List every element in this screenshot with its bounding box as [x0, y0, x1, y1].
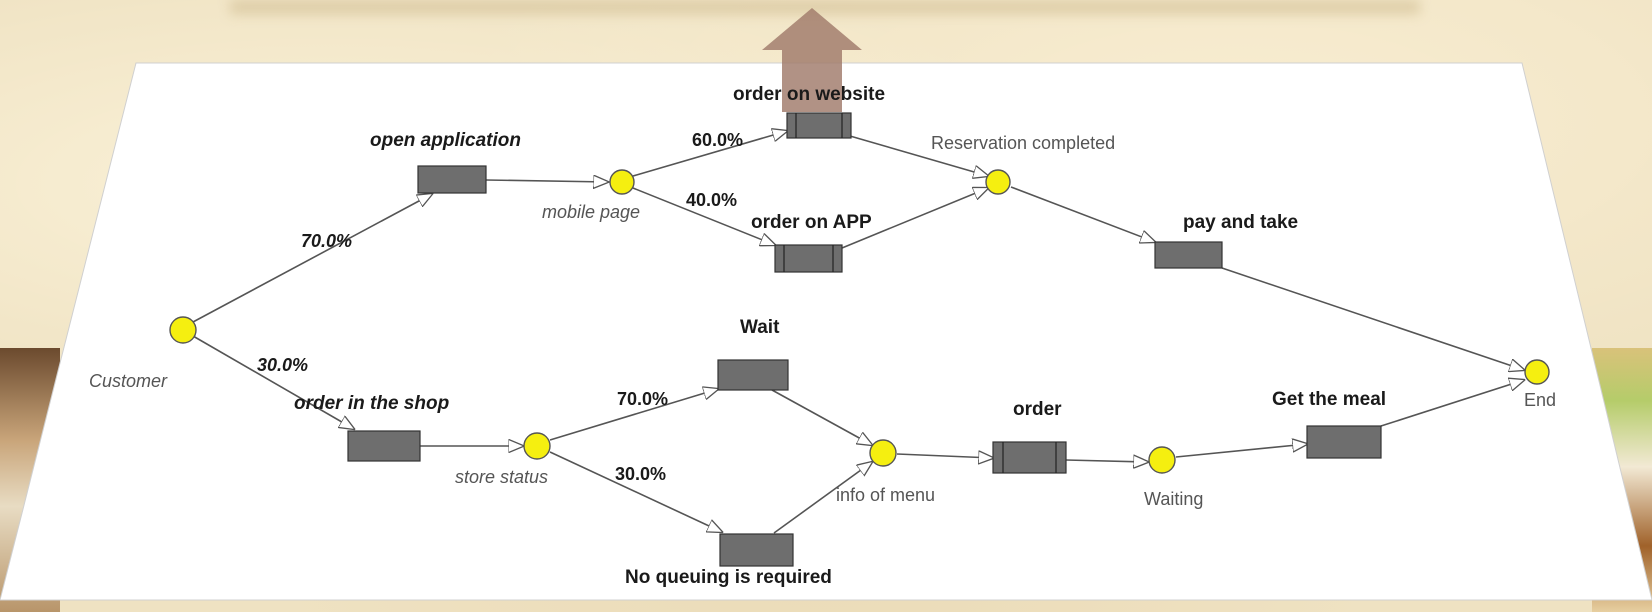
place-label-mobile-page: mobile page — [542, 202, 641, 222]
place-label-end: End — [1524, 390, 1557, 410]
prob-mobile-to-website: 60.0% — [692, 130, 744, 150]
prob-store-to-wait: 70.0% — [617, 389, 669, 409]
prob-mobile-to-app: 40.0% — [686, 190, 738, 210]
activity-order-in-shop — [347, 430, 421, 462]
place-label-reservation: Reservation completed — [931, 133, 1116, 153]
prob-customer-to-shop: 30.0% — [257, 355, 309, 375]
edge-customer-open-app — [192, 194, 432, 323]
activity-label-order-in-shop: order in the shop — [294, 393, 450, 414]
activity-label-pay-and-take: pay and take — [1183, 212, 1299, 233]
prob-customer-to-app: 70.0% — [301, 231, 353, 251]
edge-mobile-app — [632, 187, 775, 245]
activity-label-open-application: open application — [370, 130, 521, 151]
edge-pay-end — [1221, 267, 1524, 370]
edge-order-waiting — [1065, 460, 1148, 462]
edge-getmeal-end — [1380, 380, 1524, 427]
activity-get-the-meal — [1306, 425, 1382, 459]
activity-label-order-on-app: order on APP — [751, 212, 872, 233]
place-waiting — [1148, 446, 1176, 474]
edge-app-reservation — [841, 188, 988, 249]
activity-wait — [717, 359, 789, 391]
place-label-waiting: Waiting — [1144, 489, 1204, 509]
place-label-customer: Customer — [89, 371, 168, 391]
activity-order — [992, 441, 1067, 474]
edge-reservation-pay — [1010, 186, 1155, 242]
edge-noqueue-info — [773, 462, 872, 534]
activity-label-order-on-website: order on website — [733, 84, 886, 105]
activity-pay-and-take — [1154, 241, 1223, 269]
edge-open-app-mobile — [485, 180, 608, 182]
activity-no-queuing — [719, 533, 794, 567]
edges — [192, 131, 1524, 534]
activity-order-on-app — [774, 244, 843, 273]
place-store-status — [523, 432, 551, 460]
activity-label-wait: Wait — [740, 317, 780, 338]
edge-waiting-getmeal — [1175, 444, 1307, 458]
place-info-of-menu — [869, 439, 897, 467]
prob-store-to-noqueue: 30.0% — [615, 464, 667, 484]
edge-wait-info — [771, 389, 872, 445]
place-mobile-page — [609, 169, 635, 195]
place-label-info-of-menu: info of menu — [836, 485, 936, 505]
background-band — [230, 0, 1420, 14]
place-label-store-status: store status — [455, 467, 549, 487]
up-arrow-icon — [762, 8, 862, 112]
activities — [347, 112, 1382, 567]
edge-store-noqueue — [549, 451, 722, 532]
edge-customer-shop — [192, 335, 354, 429]
place-reservation-completed — [985, 169, 1011, 195]
edge-website-reservation — [849, 135, 988, 176]
place-end — [1524, 359, 1550, 385]
activity-open-application — [417, 165, 487, 194]
places — [169, 169, 1550, 474]
activity-label-get-the-meal: Get the meal — [1272, 389, 1387, 410]
paper-sheet — [0, 62, 1652, 601]
activity-order-on-website — [786, 112, 852, 139]
place-customer — [169, 316, 197, 344]
activity-label-no-queuing: No queuing is required — [625, 567, 832, 588]
edge-mobile-website — [632, 131, 787, 177]
edge-store-wait — [549, 389, 718, 441]
edge-info-order — [896, 454, 993, 458]
activity-label-order: order — [1013, 399, 1062, 420]
